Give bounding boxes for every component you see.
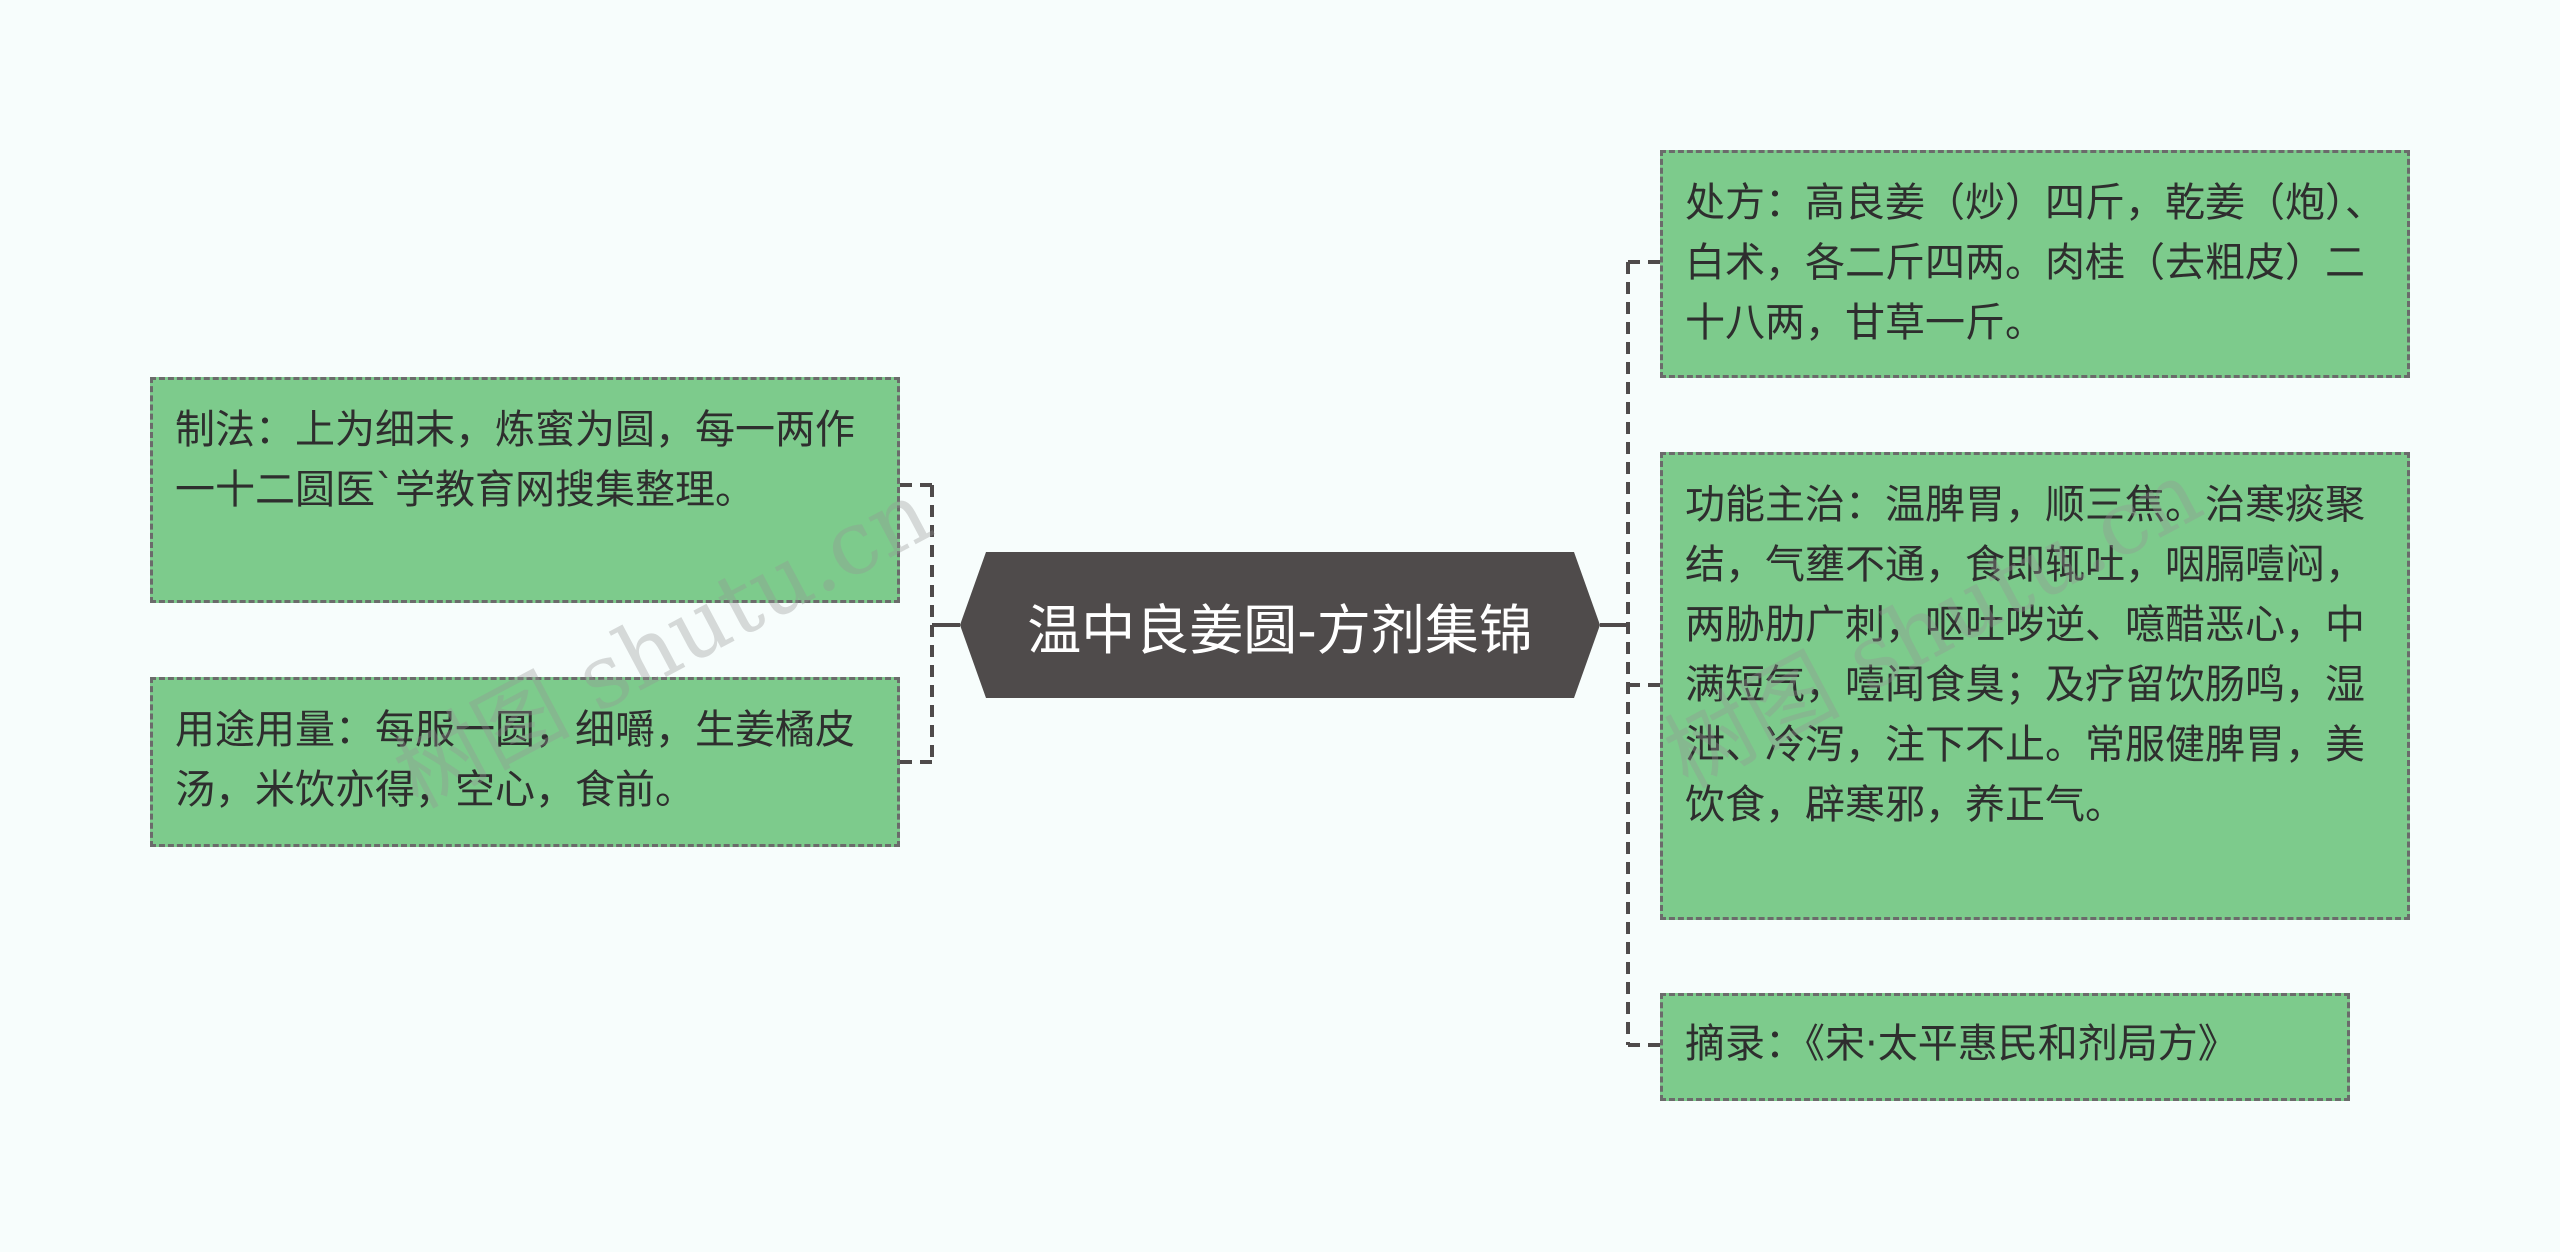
node-prescription-text: 处方：高良姜（炒）四斤，乾姜（炮）、白术，各二斤四两。肉桂（去粗皮）二十八两，甘… (1685, 180, 2385, 346)
node-preparation-method-text: 制法：上为细末，炼蜜为圆，每一两作一十二圆医`学教育网搜集整理。 (175, 407, 855, 513)
node-prescription[interactable]: 处方：高良姜（炒）四斤，乾姜（炮）、白术，各二斤四两。肉桂（去粗皮）二十八两，甘… (1660, 150, 2410, 378)
node-indications[interactable]: 功能主治：温脾胃，顺三焦。治寒痰聚结，气壅不通，食即辄吐，咽膈噎闷，两胁肋广刺，… (1660, 452, 2410, 920)
node-source[interactable]: 摘录：《宋·太平惠民和剂局方》 (1660, 993, 2350, 1101)
central-topic-label: 温中良姜圆-方剂集锦 (1027, 598, 1533, 662)
node-usage-dosage-text: 用途用量：每服一圆，细嚼，生姜橘皮汤，米饮亦得，空心，食前。 (175, 707, 855, 813)
node-usage-dosage[interactable]: 用途用量：每服一圆，细嚼，生姜橘皮汤，米饮亦得，空心，食前。 (150, 677, 900, 847)
central-topic[interactable]: 温中良姜圆-方剂集锦 (960, 552, 1600, 698)
node-preparation-method[interactable]: 制法：上为细末，炼蜜为圆，每一两作一十二圆医`学教育网搜集整理。 (150, 377, 900, 603)
node-indications-text: 功能主治：温脾胃，顺三焦。治寒痰聚结，气壅不通，食即辄吐，咽膈噎闷，两胁肋广刺，… (1685, 482, 2365, 828)
node-source-text: 摘录：《宋·太平惠民和剂局方》 (1685, 1021, 2238, 1067)
